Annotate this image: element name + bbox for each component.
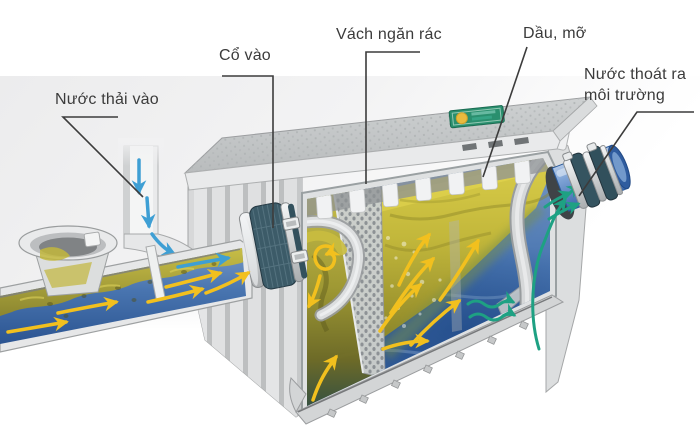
label-inlet-neck: Cổ vào xyxy=(219,47,271,64)
tank-lid xyxy=(183,96,598,191)
eddy-arrow xyxy=(313,242,341,271)
inlet-piping xyxy=(0,138,309,353)
leader-lines xyxy=(61,46,694,228)
lid-sticker xyxy=(448,105,505,129)
coupling-clamp-bolts xyxy=(282,216,309,264)
pipe-flow-arrows xyxy=(6,252,251,334)
cleanout-bowl xyxy=(18,225,118,297)
inlet-coupling xyxy=(238,202,309,290)
vertical-inlet-pipe xyxy=(118,138,197,267)
leader-inlet-neck xyxy=(222,75,274,228)
tank-interior xyxy=(301,150,557,415)
tank-bottom-rim xyxy=(289,294,565,425)
leader-inlet-water xyxy=(61,116,144,198)
label-inlet-water: Nước thải vào xyxy=(55,91,159,108)
outlet-coupling xyxy=(562,142,623,209)
label-outlet-line1: Nước thoát ra xyxy=(584,66,687,83)
leader-outlet xyxy=(578,111,694,197)
leader-trash-baffle xyxy=(365,51,420,184)
label-outlet: Nước thoát ra môi trường xyxy=(584,64,686,106)
label-trash-baffle: Vách ngăn rác xyxy=(336,26,442,43)
leader-grease xyxy=(482,46,528,178)
label-outlet-line2: môi trường xyxy=(584,87,665,104)
tank-flow-arrows xyxy=(307,190,581,402)
label-grease: Dầu, mỡ xyxy=(523,25,587,42)
